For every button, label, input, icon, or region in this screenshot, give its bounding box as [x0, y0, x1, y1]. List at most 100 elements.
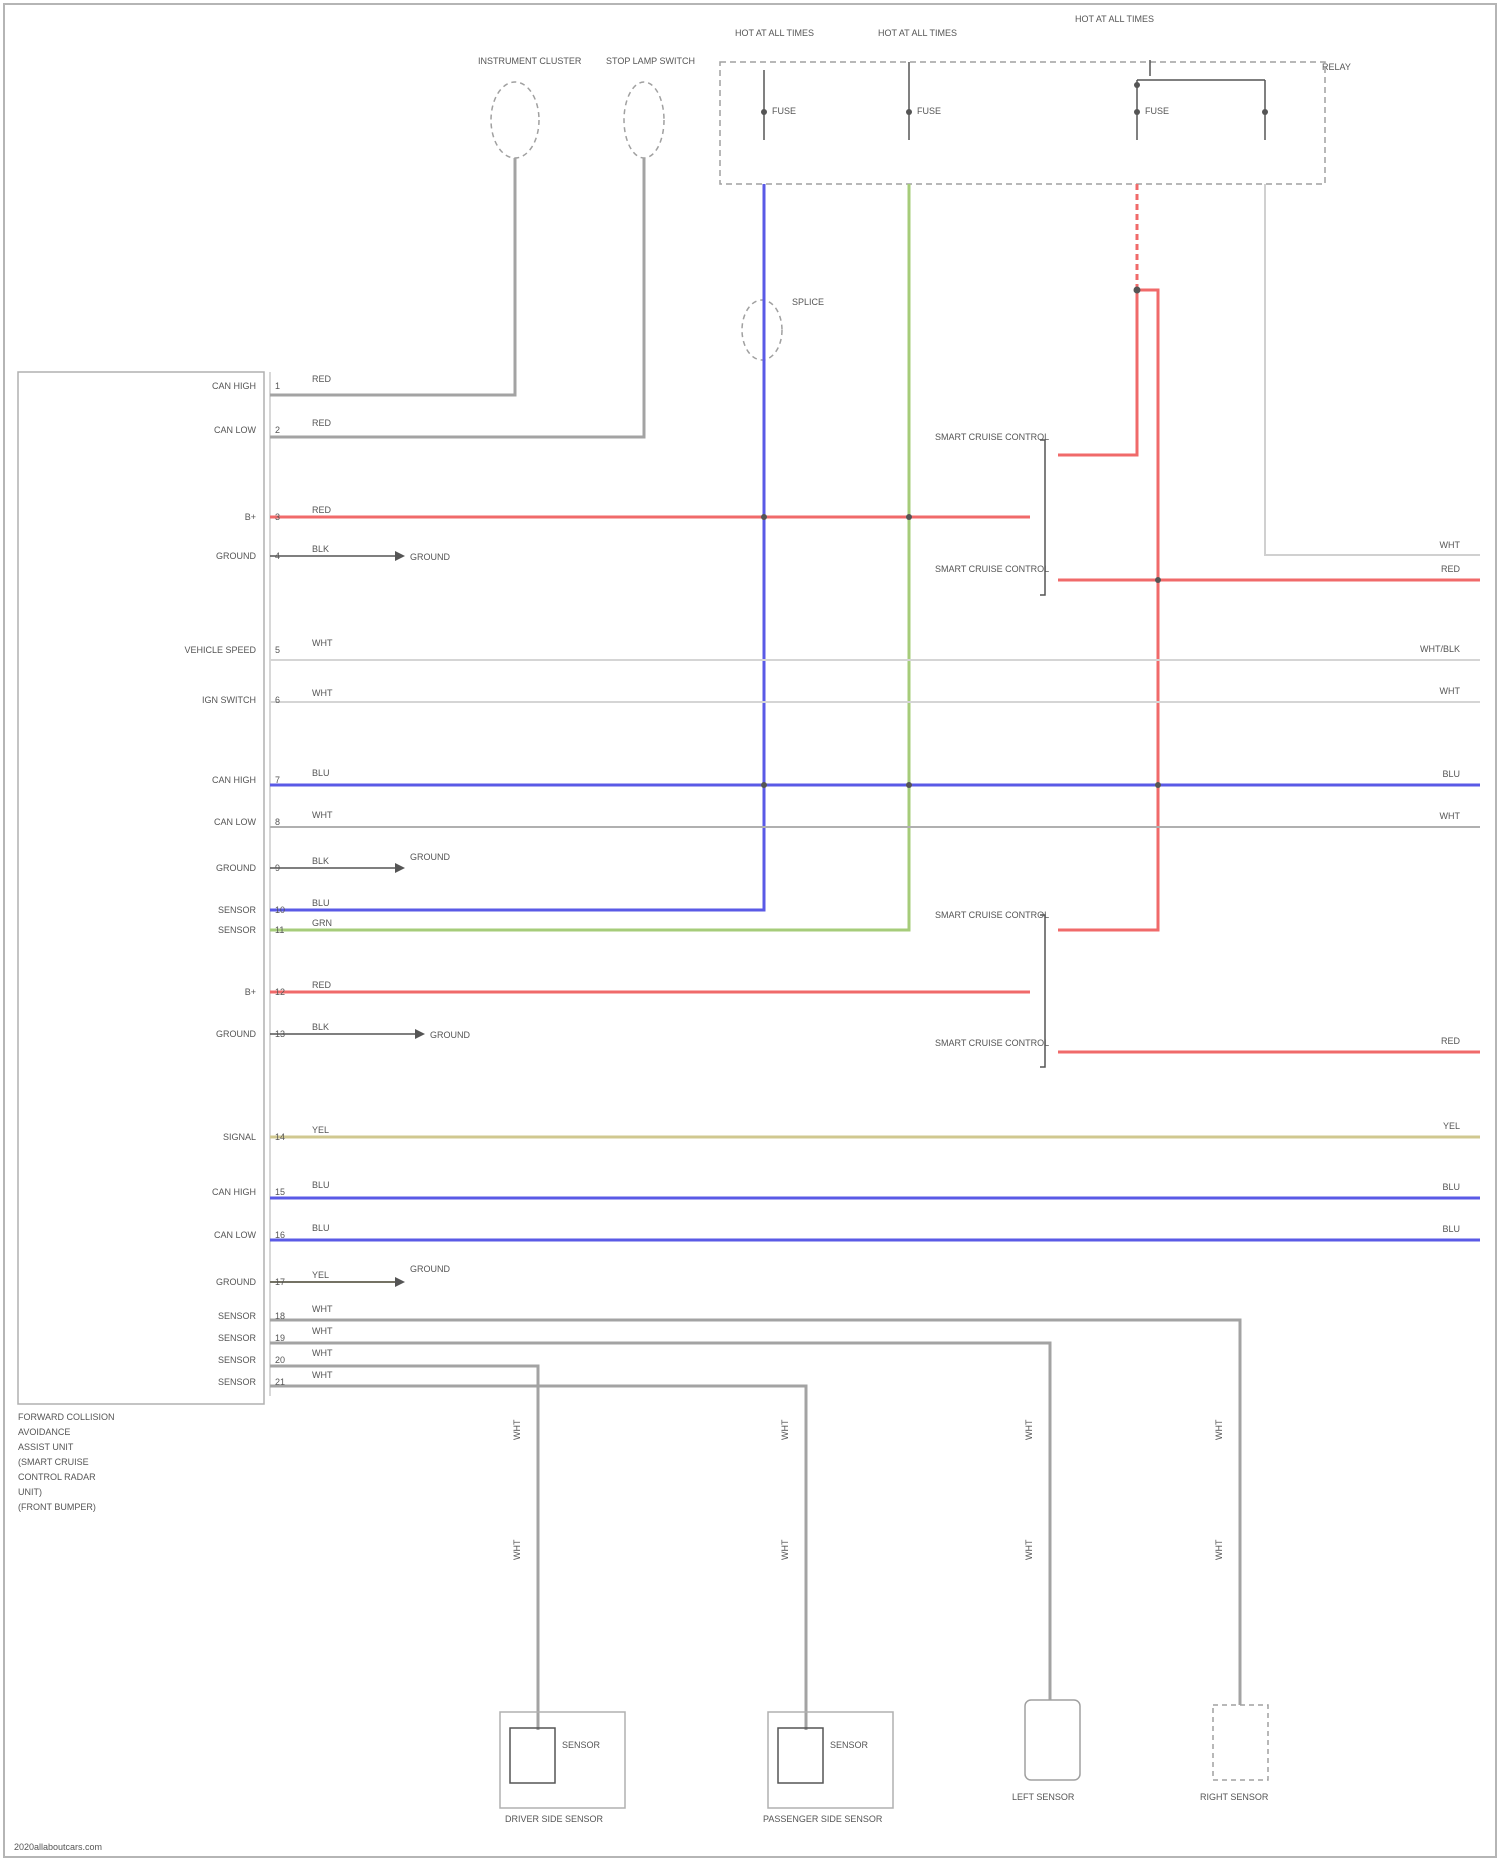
bottom-wire-label: WHT	[512, 1539, 522, 1560]
instrument-cluster-label: INSTRUMENT CLUSTER	[478, 56, 582, 66]
relay-label: RELAY	[1322, 62, 1351, 72]
passenger-sensor-name: PASSENGER SIDE SENSOR	[763, 1814, 883, 1824]
module-pin-label: CAN LOW	[214, 425, 257, 435]
module-box	[18, 372, 264, 1404]
module-pin-number: 20	[275, 1355, 285, 1365]
driver-sensor-part: SENSOR	[562, 1740, 601, 1750]
connector-brackets	[1040, 440, 1045, 1067]
module-pin-wire-code: BLU	[312, 1223, 330, 1233]
bus-wires	[270, 517, 1480, 1282]
module-pin-number: 5	[275, 645, 280, 655]
splice-label: SPLICE	[792, 297, 824, 307]
svg-text:ASSIST UNIT: ASSIST UNIT	[18, 1442, 74, 1452]
blue-feed-wire	[270, 184, 764, 910]
right-wire-label: YEL	[1443, 1121, 1460, 1131]
module-pin-label: SIGNAL	[223, 1132, 256, 1142]
module-pin-wire-code: BLU	[312, 898, 330, 908]
module-pin-wire-code: YEL	[312, 1270, 329, 1280]
green-feed-wire	[270, 184, 909, 930]
bottom-wire-label: WHT	[1214, 1539, 1224, 1560]
module-pin-label: SENSOR	[218, 925, 257, 935]
module-pin-wire-code: WHT	[312, 1370, 333, 1380]
fuse-2-sublabel: FUSE	[917, 106, 941, 116]
relay-output-wire	[1265, 184, 1480, 555]
module-pin-number: 3	[275, 512, 280, 522]
fuse-dots	[761, 82, 1268, 115]
driver-sensor-name: DRIVER SIDE SENSOR	[505, 1814, 604, 1824]
module-pin-wire-code: RED	[312, 418, 332, 428]
right-wire-label: BLU	[1442, 769, 1460, 779]
module-pin-number: 2	[275, 425, 280, 435]
svg-text:CONTROL RADAR: CONTROL RADAR	[18, 1472, 96, 1482]
module-pin-number: 17	[275, 1277, 285, 1287]
driver-sensor-box	[500, 1712, 625, 1808]
passenger-sensor-box	[768, 1712, 893, 1808]
svg-text:FORWARD COLLISION: FORWARD COLLISION	[18, 1412, 115, 1422]
footer-credit: 2020allaboutcars.com	[14, 1842, 102, 1852]
connector-label-3: SMART CRUISE CONTROL	[935, 910, 1049, 920]
right-wire-labels: WHTREDWHT/BLKWHTBLUWHTREDYELBLUBLU	[1420, 540, 1461, 1234]
module-pin-number: 7	[275, 775, 280, 785]
module-pin-label: B+	[245, 512, 256, 522]
module-pin-label: GROUND	[216, 551, 256, 561]
fuse-symbols	[764, 60, 1265, 140]
passenger-sensor-element	[778, 1728, 823, 1783]
svg-text:UNIT): UNIT)	[18, 1487, 42, 1497]
module-pin-number: 8	[275, 817, 280, 827]
module-pin-label: CAN HIGH	[212, 775, 256, 785]
module-pin-wire-code: BLK	[312, 856, 329, 866]
module-pin-label: SENSOR	[218, 1377, 257, 1387]
module-pin-wire-code: BLU	[312, 1180, 330, 1190]
bottom-wire-label: WHT	[780, 1539, 790, 1560]
right-sensor-name: RIGHT SENSOR	[1200, 1792, 1269, 1802]
module-pin-number: 16	[275, 1230, 285, 1240]
module-pin-label: SENSOR	[218, 905, 257, 915]
left-sensor-box	[1025, 1700, 1080, 1780]
module-pin-label: SENSOR	[218, 1311, 257, 1321]
bottom-wire-label: WHT	[780, 1419, 790, 1440]
module-pin-number: 18	[275, 1311, 285, 1321]
right-wire-label: WHT	[1440, 540, 1461, 550]
right-wire-label: BLU	[1442, 1182, 1460, 1192]
ground-arrows	[395, 551, 425, 1287]
module-title: FORWARD COLLISION AVOIDANCE ASSIST UNIT …	[18, 1412, 115, 1512]
right-wire-label: BLU	[1442, 1224, 1460, 1234]
module-pin-wire-code: WHT	[312, 810, 333, 820]
module-pin-number: 6	[275, 695, 280, 705]
module-pin-wire-code: WHT	[312, 638, 333, 648]
pin-labels: CAN HIGH1REDCAN LOW2REDB+3REDGROUND4BLKV…	[184, 374, 333, 1387]
left-sensor-name: LEFT SENSOR	[1012, 1792, 1075, 1802]
fuse-3-sublabel: FUSE	[1145, 106, 1169, 116]
module-pin-label: CAN LOW	[214, 817, 257, 827]
red-feed-wire-2	[1058, 290, 1158, 930]
module-pin-number: 11	[275, 925, 284, 935]
right-wire-label: RED	[1441, 1036, 1461, 1046]
bottom-wire-label: WHT	[1024, 1419, 1034, 1440]
fuse-2-label: HOT AT ALL TIMES	[878, 28, 957, 38]
instrument-cluster-symbol	[491, 82, 539, 158]
ground-label-3: GROUND	[430, 1030, 470, 1040]
module-pin-number: 4	[275, 551, 280, 561]
stop-lamp-switch-symbol	[624, 82, 664, 158]
right-wire-label: WHT	[1440, 811, 1461, 821]
connector-label-1: SMART CRUISE CONTROL	[935, 432, 1049, 442]
module-pin-number: 9	[275, 863, 280, 873]
red-feed-wire	[1058, 290, 1137, 455]
module-pin-wire-code: BLK	[312, 544, 329, 554]
ground-label-4: GROUND	[410, 1264, 450, 1274]
fuse-3-label: HOT AT ALL TIMES	[1075, 14, 1154, 24]
right-wire-label: RED	[1441, 564, 1461, 574]
sensor-wires	[270, 1320, 1240, 1730]
feed-wires	[270, 158, 644, 437]
connector-label-4: SMART CRUISE CONTROL	[935, 1038, 1049, 1048]
module-pin-label: B+	[245, 987, 256, 997]
module-pin-wire-code: YEL	[312, 1125, 329, 1135]
module-pin-label: GROUND	[216, 863, 256, 873]
fuse-1-label: HOT AT ALL TIMES	[735, 28, 814, 38]
module-pin-wire-code: WHT	[312, 1304, 333, 1314]
module-pin-label: GROUND	[216, 1029, 256, 1039]
bottom-wire-label: WHT	[1024, 1539, 1034, 1560]
right-sensor-box	[1213, 1705, 1268, 1780]
stop-lamp-switch-label: STOP LAMP SWITCH	[606, 56, 695, 66]
